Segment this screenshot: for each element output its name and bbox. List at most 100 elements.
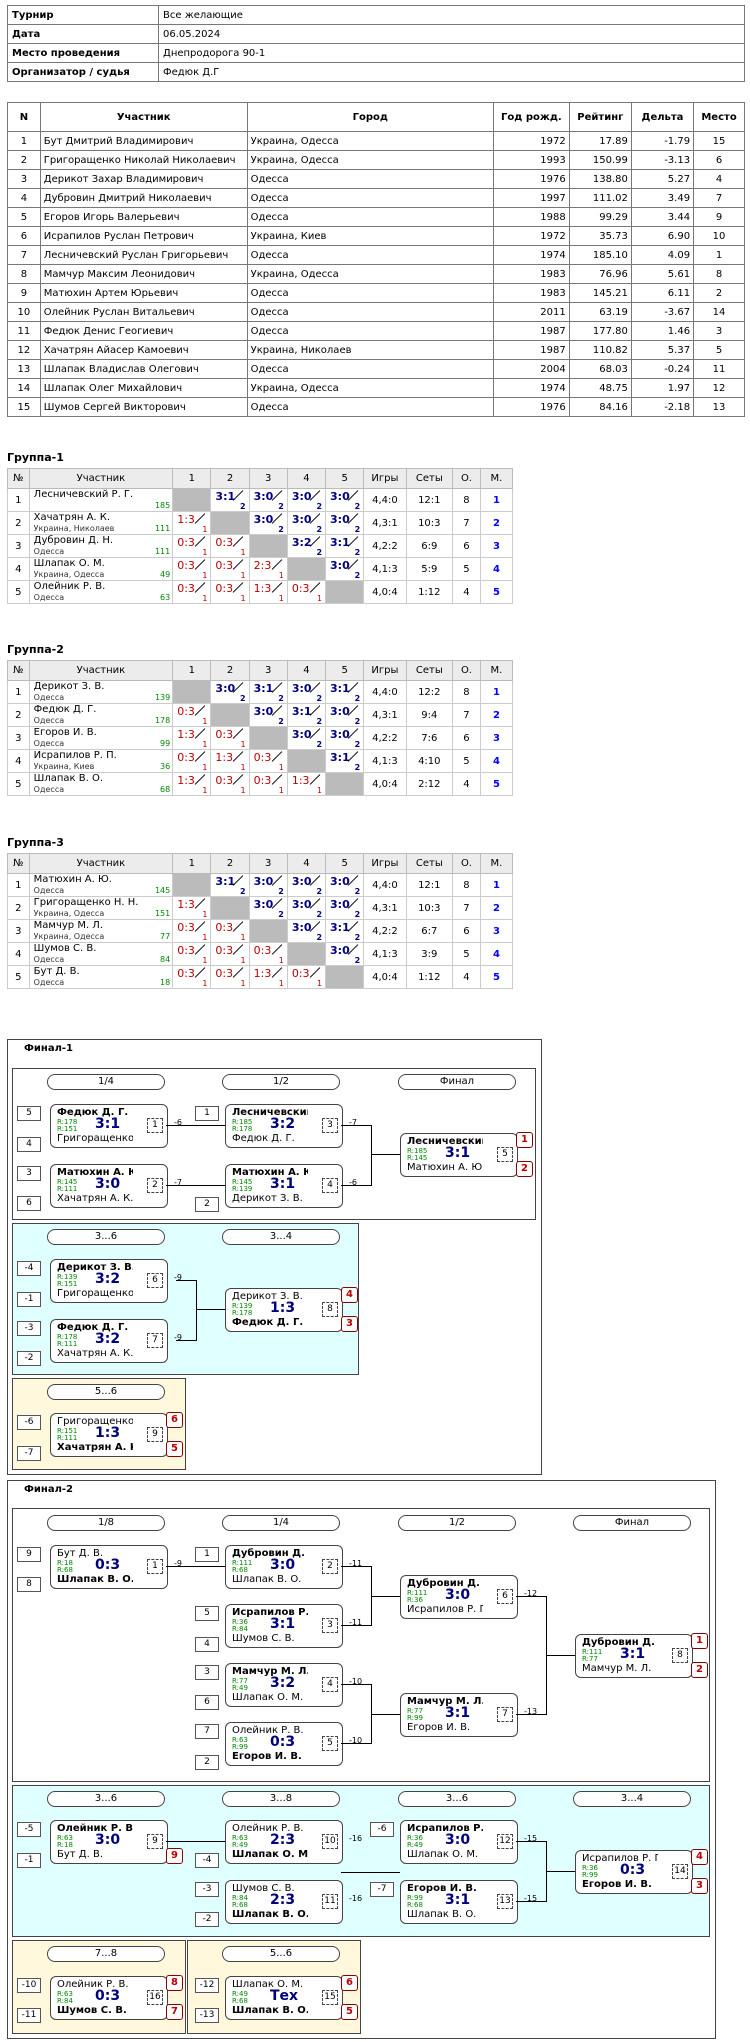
match-score: 3:0: [270, 1557, 296, 1573]
group-row-number: 1: [7, 488, 30, 512]
result-points: 1: [240, 740, 246, 749]
final2-box: Финал-2: [7, 1480, 716, 2039]
group-title: Группа-2: [7, 643, 64, 656]
connector-line: [176, 1280, 196, 1281]
score: 3:0: [291, 490, 312, 503]
player-rating: 99: [160, 739, 171, 748]
score: 3:1: [330, 536, 350, 549]
table-cell: 1.97: [630, 378, 695, 398]
table-cell: 12: [7, 340, 41, 360]
table-cell: Украина, Одесса: [246, 264, 495, 284]
player-1: Дерикот З. В.: [232, 1291, 303, 1302]
table-cell: 4: [693, 169, 745, 189]
diagonal-cell: [248, 726, 288, 750]
points: 6: [452, 534, 481, 558]
connector-line: [341, 1625, 371, 1626]
table-cell: 1976: [493, 397, 570, 417]
connector-line: [516, 1901, 546, 1902]
info-value: 06.05.2024: [158, 24, 745, 44]
loser-destination: -11: [349, 1618, 363, 1627]
final-place: 6: [166, 1412, 183, 1428]
player-city-text: Одесса: [33, 978, 65, 987]
diagonal-cell: [248, 919, 288, 943]
table-cell: 1997: [493, 188, 570, 208]
group-place: 4: [479, 557, 514, 581]
player-name: Олейник Р. В.: [33, 581, 106, 592]
table-cell: 150.99: [568, 150, 632, 170]
score: 3:0: [330, 898, 350, 911]
match-score: 3:0: [95, 1832, 121, 1848]
player-name: Бут Д. В.: [33, 966, 80, 977]
player-2-rating: R:68: [232, 1901, 248, 1909]
table-cell: 5: [7, 207, 41, 227]
table-cell: 13: [693, 397, 745, 417]
player-1-rating: R:63: [232, 1834, 248, 1842]
match-score: 1:3: [270, 1300, 296, 1316]
column-header: 4: [286, 853, 327, 874]
player-2-rating: R:36: [407, 1596, 423, 1604]
connector-line: [196, 1280, 197, 1341]
seed-box: -2: [17, 1351, 41, 1366]
loser-destination: -9: [174, 1333, 182, 1342]
table-cell: 2011: [493, 302, 570, 322]
table-cell: 1987: [493, 340, 570, 360]
column-header: О.: [452, 468, 481, 489]
result-points: 2: [354, 571, 361, 580]
table-cell: -2.18: [630, 397, 695, 417]
score-divider: [271, 967, 282, 978]
table-cell: 14: [693, 302, 745, 322]
sets: 12:1: [405, 873, 454, 897]
info-label: Дата: [7, 24, 159, 44]
match-score: 3:0: [445, 1587, 471, 1603]
games: 4,3:1: [363, 511, 407, 535]
result-points: 1: [202, 933, 208, 942]
player-name: Шлапак В. О.: [33, 773, 104, 784]
player-1: Исрапилов Р. П.: [407, 1823, 483, 1834]
connector-line: [176, 1340, 196, 1341]
result-points: 1: [202, 910, 208, 919]
match-score: 3:1: [445, 1892, 471, 1908]
table-cell: -3.13: [630, 150, 695, 170]
result-points: 2: [240, 694, 246, 703]
match-number: 7: [497, 1707, 513, 1722]
column-header: О.: [452, 660, 481, 681]
seed-box: 3: [195, 1665, 219, 1680]
score: 3:1: [253, 682, 274, 695]
table-cell: 1976: [493, 169, 570, 189]
games: 4,0:4: [363, 580, 407, 604]
group-title: Группа-3: [7, 836, 64, 849]
table-cell: Шлапак Владислав Олегович: [39, 359, 248, 379]
points: 4: [452, 772, 481, 796]
match-score: 3:2: [95, 1331, 121, 1347]
group-place: 3: [479, 534, 514, 558]
player-city-text: Украина, Одесса: [33, 570, 105, 579]
table-cell: Одесса: [246, 169, 495, 189]
player-2: Хачатрян А. К.: [57, 1442, 133, 1453]
points: 4: [452, 580, 481, 604]
score-divider: [309, 967, 321, 978]
player-1: Дубровин Д. Н.: [582, 1637, 658, 1648]
score: 1:3: [177, 513, 195, 526]
result-points: 2: [354, 933, 361, 942]
table-cell: 10: [693, 226, 745, 246]
match-number: 11: [322, 1894, 338, 1909]
diagonal-cell: [172, 488, 212, 512]
player-2: Шлапак В. О.: [407, 1909, 477, 1920]
